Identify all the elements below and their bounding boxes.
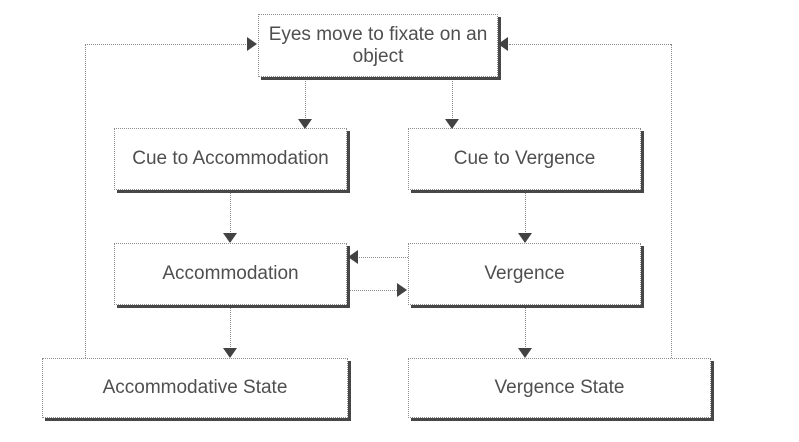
feedback-accommodative-state-horizontal — [85, 44, 248, 45]
arrowhead-down-icon — [223, 348, 237, 358]
arrowhead-left-icon — [348, 250, 358, 264]
node-label-cue-vergence: Cue to Vergence — [453, 148, 596, 169]
node-label-vergence-state: Vergence State — [494, 377, 625, 398]
connector-vergence-to-vergence-state — [525, 306, 526, 349]
connector-accommodation-to-vergence — [347, 290, 397, 291]
feedback-accommodative-state-vertical — [85, 44, 86, 358]
arrowhead-right-icon — [397, 283, 407, 297]
node-accommodative-state: Accommodative State — [42, 358, 348, 418]
node-label-vergence: Vergence — [484, 263, 565, 284]
node-vergence: Vergence — [408, 243, 641, 305]
feedback-vergence-state-vertical — [671, 44, 672, 358]
arrowhead-down-icon — [298, 119, 312, 129]
node-accommodation: Accommodation — [114, 243, 347, 305]
connector-accommodation-to-accommodative-state — [230, 306, 231, 349]
node-label-eyes: Eyes move to fixate on an object — [268, 23, 488, 67]
arrowhead-down-icon — [518, 233, 532, 243]
connector-eyes-to-cue-accommodation — [305, 78, 306, 120]
node-vergence-state: Vergence State — [408, 358, 711, 418]
arrowhead-down-icon — [445, 119, 459, 129]
arrowhead-down-icon — [518, 348, 532, 358]
node-label-cue-accommodation: Cue to Accommodation — [132, 148, 329, 169]
connector-cue-vergence-to-vergence — [525, 191, 526, 234]
connector-cue-accommodation-to-accommodation — [230, 191, 231, 234]
arrowhead-down-icon — [223, 233, 237, 243]
arrowhead-right-icon — [247, 37, 257, 51]
node-cue-to-accommodation: Cue to Accommodation — [114, 128, 347, 190]
connector-vergence-to-accommodation — [359, 257, 408, 258]
node-label-accommodation: Accommodation — [162, 263, 299, 284]
arrowhead-left-icon — [498, 37, 508, 51]
node-eyes-move-to-fixate: Eyes move to fixate on an object — [258, 14, 498, 77]
node-cue-to-vergence: Cue to Vergence — [408, 128, 641, 190]
connector-eyes-to-cue-vergence — [452, 78, 453, 120]
node-label-accommodative-state: Accommodative State — [102, 377, 288, 398]
feedback-vergence-state-horizontal — [509, 44, 671, 45]
